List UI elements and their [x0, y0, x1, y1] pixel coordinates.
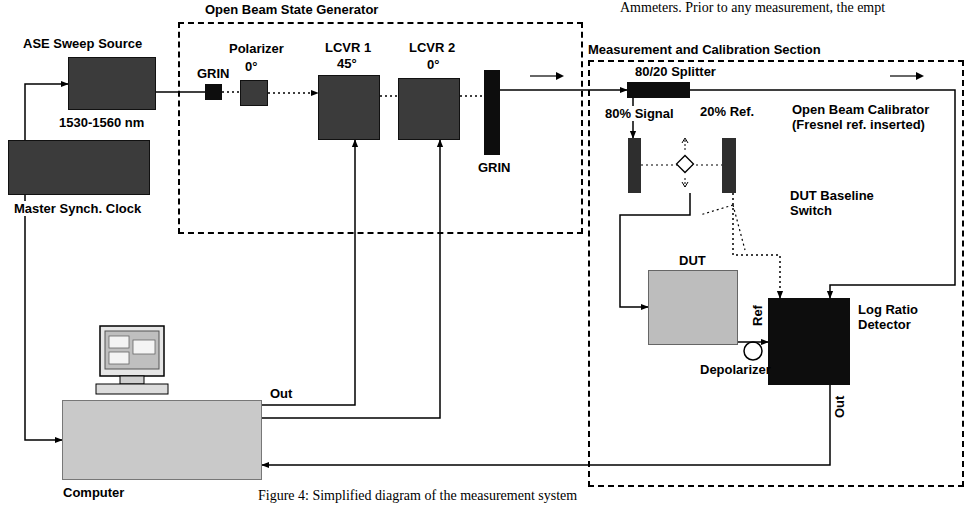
node-sublabel: 0° — [245, 59, 257, 74]
lcvr-box: LCVR 145° — [318, 75, 380, 140]
node-label: GRIN — [478, 160, 511, 175]
node-label: Computer — [63, 485, 124, 500]
dut-box: DUT — [648, 270, 738, 345]
signal-label: Out — [832, 396, 847, 418]
node-label: DUT — [679, 253, 706, 268]
node-label: ASE Sweep Source — [23, 36, 142, 51]
port-label: 20% Ref. — [700, 104, 754, 119]
port-label: 80% Signal — [604, 106, 675, 121]
section-frame: Open Beam State GeneratorGRINPolarizer0°… — [178, 22, 583, 234]
signal-wire — [25, 195, 62, 440]
node-label: GRIN — [197, 66, 230, 81]
grin-lens: GRIN — [484, 70, 500, 155]
beam-path — [460, 95, 484, 97]
signal-wire — [156, 91, 205, 93]
node-label: Polarizer — [229, 41, 284, 56]
splitter-box: 80/20 Splitter — [627, 82, 690, 98]
calibrator-optics — [628, 138, 738, 193]
node-label: Master Synch. Clock — [13, 201, 142, 216]
node-label: LCVR 1 — [325, 40, 371, 55]
switch-label: DUT Baseline Switch — [790, 188, 902, 218]
beam-path — [380, 95, 398, 97]
polarizer-box: Polarizer0° — [240, 80, 268, 106]
beam-path — [733, 193, 780, 298]
node-label: LCVR 2 — [409, 40, 455, 55]
switch-fan — [700, 205, 745, 250]
node-sublabel: 45° — [337, 56, 357, 71]
figure-caption: Figure 4: Simplified diagram of the meas… — [258, 488, 577, 503]
grin-lens: GRIN — [205, 84, 222, 100]
signal-wire — [25, 84, 68, 140]
node-label: Open Beam Calibrator (Fresnel ref. inser… — [792, 102, 942, 132]
node-label: Log Ratio Detector — [858, 302, 954, 332]
node-label: Open Beam State Generator — [205, 2, 378, 17]
monitor-icon — [96, 326, 168, 394]
depolarizer-loop — [744, 342, 762, 360]
signal-label: Out — [270, 386, 292, 401]
beam-path — [222, 91, 240, 93]
signal-wire — [262, 385, 830, 465]
signal-wire — [262, 140, 440, 418]
signal-wire — [500, 89, 627, 91]
computer-box: Computer — [62, 400, 262, 480]
signal-wire — [262, 140, 355, 405]
signal-wire — [690, 90, 955, 298]
clock-box: Master Synch. Clock — [8, 140, 150, 195]
node-sublabel: 1530-1560 nm — [59, 115, 144, 130]
node-label: 80/20 Splitter — [635, 64, 716, 79]
calibrator-group: Open Beam Calibrator (Fresnel ref. inser… — [628, 138, 738, 193]
node-sublabel: 0° — [427, 57, 439, 72]
lcvr-box: LCVR 20° — [398, 78, 460, 140]
section-frame: Measurement and Calibration Section80/20… — [588, 60, 964, 487]
port-label: Ref — [750, 305, 765, 326]
body-text-fragment: Ammeters. Prior to any measurement, the … — [620, 0, 885, 15]
source-box: ASE Sweep Source1530-1560 nm — [68, 57, 156, 110]
beam-path — [268, 92, 318, 94]
depolarizer-label: Depolarizer — [700, 362, 771, 377]
node-label: Measurement and Calibration Section — [588, 42, 821, 57]
detector-box: Log Ratio Detector — [768, 298, 850, 385]
